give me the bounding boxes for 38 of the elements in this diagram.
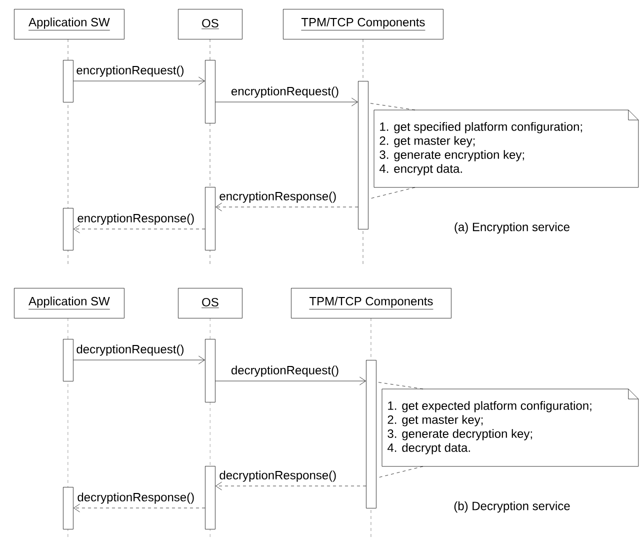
message-label: decryptionResponse() [220, 470, 336, 482]
message-label: decryptionRequest() [231, 366, 338, 377]
activation-bar [63, 339, 74, 382]
lifeline-header: OS [178, 9, 242, 40]
message-arrow [73, 76, 205, 86]
message-arrow [74, 504, 206, 512]
caption: (b) Decryption service [454, 501, 570, 513]
message-arrow [216, 482, 366, 490]
lifeline-header: TPM/TCP Components [283, 9, 444, 40]
activation-bar [205, 339, 216, 402]
message-arrow [215, 98, 358, 106]
note: 1. get expected platform configuration; 2. get master key; 3. generate decryption key; 4. decrypt data. [382, 388, 639, 467]
activation-bar [366, 360, 376, 508]
caption: (a) Encryption service [454, 222, 570, 234]
note: 1. get specified platform configuration; 2. get master key; 3. generate encryption key; 4. encrypt data. [374, 110, 639, 188]
activation-bar [205, 187, 216, 250]
activation-bar [205, 60, 216, 124]
activation-bar [63, 208, 74, 250]
leader-line [368, 102, 416, 200]
activation-bar [63, 487, 74, 530]
message-label: decryptionResponse() [78, 492, 194, 504]
message-arrow [216, 202, 358, 212]
message-label: encryptionRequest() [76, 66, 184, 77]
message-label: encryptionResponse() [220, 192, 336, 203]
activation-bar [205, 466, 216, 530]
lifeline-header: Application SW [14, 9, 124, 40]
message-arrow [74, 224, 206, 234]
message-label: encryptionRequest() [231, 86, 338, 98]
activation-bar [63, 60, 74, 102]
activation-bar [358, 81, 368, 230]
message-arrow [73, 356, 205, 364]
message-label: encryptionResponse() [78, 214, 194, 225]
message-label: decryptionRequest() [76, 344, 184, 356]
lifeline-header: Application SW [14, 288, 124, 318]
lifeline-header: OS [178, 288, 242, 318]
leader-line [376, 382, 424, 478]
message-arrow [215, 376, 366, 386]
lifeline-header: TPM/TCP Components [291, 288, 452, 318]
